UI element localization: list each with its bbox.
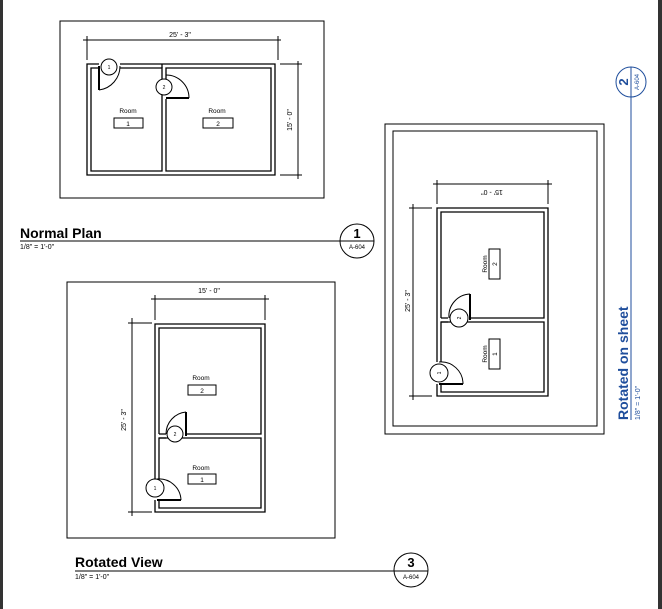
door-tag — [449, 308, 469, 328]
dimension-text: 25' - 3" — [121, 409, 128, 431]
dimension-text: 15' - 0" — [198, 288, 220, 295]
sheet-left-edge — [0, 0, 3, 609]
door-tag — [100, 58, 118, 76]
view-title-normal-plan[interactable]: Normal Plan 1/8" = 1'-0" 1 A-604 — [20, 223, 375, 259]
walls — [86, 63, 276, 176]
viewport-rotated-on-sheet[interactable]: 15' - 0" 25' - 3" 1 2 Room — [384, 123, 605, 435]
room-tag-2[interactable]: Room 2 — [202, 108, 234, 129]
room-name: Room — [208, 108, 225, 115]
door-tag-number: 1 — [108, 65, 111, 71]
door-tag — [155, 78, 173, 96]
room-number-box — [187, 384, 217, 396]
view-title: Rotated View — [75, 554, 163, 570]
room-tag-2[interactable]: Room 2 — [482, 248, 501, 280]
viewport-rotated-view[interactable]: 15' - 0" 25' - 3" 1 2 Room — [66, 281, 336, 539]
viewport-outer-frame — [384, 123, 605, 435]
dimension-text: 25' - 3" — [405, 290, 412, 312]
view-reference-bubble — [393, 552, 429, 588]
view-number: 2 — [616, 78, 631, 85]
viewport-inner-frame — [392, 130, 598, 427]
room-number-box — [113, 117, 144, 129]
room-name: Room — [192, 375, 209, 382]
sheet-number: A-604 — [635, 73, 641, 90]
view-title: Normal Plan — [20, 225, 102, 241]
room-tag-1[interactable]: Room 1 — [113, 108, 144, 129]
room-name: Room — [119, 108, 136, 115]
dimension-text: 15' - 0" — [287, 109, 294, 131]
dimension-height: 25' - 3" — [405, 204, 432, 400]
viewport-frame — [66, 281, 336, 539]
room-number: 2 — [492, 262, 499, 266]
door-tag-number: 2 — [174, 432, 177, 438]
room-number: 1 — [200, 477, 204, 484]
view-number: 3 — [407, 555, 414, 570]
door-2[interactable]: 2 — [165, 411, 187, 443]
door-tag-number: 1 — [437, 371, 443, 374]
door-1[interactable]: 1 — [429, 361, 464, 385]
room-number-box — [488, 248, 501, 280]
door-tag-number: 2 — [457, 316, 463, 319]
room-name: Room — [482, 345, 489, 362]
room-tag-1[interactable]: Room 1 — [482, 338, 501, 370]
room-number-box — [202, 117, 234, 129]
dimension-text: 25' - 3" — [169, 32, 191, 39]
dimension-height: 25' - 3" — [121, 318, 152, 516]
dimension-width: 25' - 3" — [83, 32, 281, 60]
door-1[interactable]: 1 — [145, 478, 182, 501]
room-number-box — [488, 338, 501, 370]
room-number: 1 — [126, 121, 130, 128]
dimension-text: 15' - 0" — [481, 188, 503, 195]
room-name: Room — [482, 255, 489, 272]
dimension-width: 15' - 0" — [151, 288, 269, 320]
view-title: Rotated on sheet — [615, 306, 631, 420]
view-title-rotated-on-sheet[interactable]: Rotated on sheet 1/8" = 1'-0" 2 A-604 — [615, 66, 647, 420]
door-tag — [429, 363, 449, 383]
room-number-box — [187, 473, 217, 485]
door-2[interactable]: 2 — [155, 74, 190, 99]
sheet-right-edge — [658, 0, 662, 609]
door-tag — [166, 425, 184, 443]
door-2[interactable]: 2 — [448, 293, 471, 328]
room-tag-2[interactable]: Room 2 — [187, 375, 217, 396]
dimension-width: 15' - 0" — [433, 180, 552, 204]
viewport-normal-plan[interactable]: 25' - 3" 15' - 0" 1 2 Room — [59, 20, 325, 199]
door-tag — [145, 478, 165, 498]
viewport-frame — [59, 20, 325, 199]
door-1[interactable]: 1 — [98, 58, 121, 91]
view-scale: 1/8" = 1'-0" — [75, 574, 110, 581]
room-tag-1[interactable]: Room 1 — [187, 465, 217, 485]
dimension-height: 15' - 0" — [280, 61, 302, 179]
door-tag-number: 2 — [163, 85, 166, 91]
room-name: Room — [192, 465, 209, 472]
sheet-number: A-604 — [349, 245, 366, 251]
room-number: 2 — [216, 121, 220, 128]
view-scale: 1/8" = 1'-0" — [635, 385, 642, 420]
walls — [436, 207, 549, 397]
room-number: 2 — [200, 388, 204, 395]
sheet-number: A-604 — [403, 575, 420, 581]
walls — [154, 323, 266, 513]
view-number: 1 — [353, 226, 360, 241]
view-scale: 1/8" = 1'-0" — [20, 244, 55, 251]
door-tag-number: 1 — [154, 486, 157, 492]
view-title-rotated-view[interactable]: Rotated View 1/8" = 1'-0" 3 A-604 — [75, 552, 429, 588]
room-number: 1 — [492, 352, 499, 356]
